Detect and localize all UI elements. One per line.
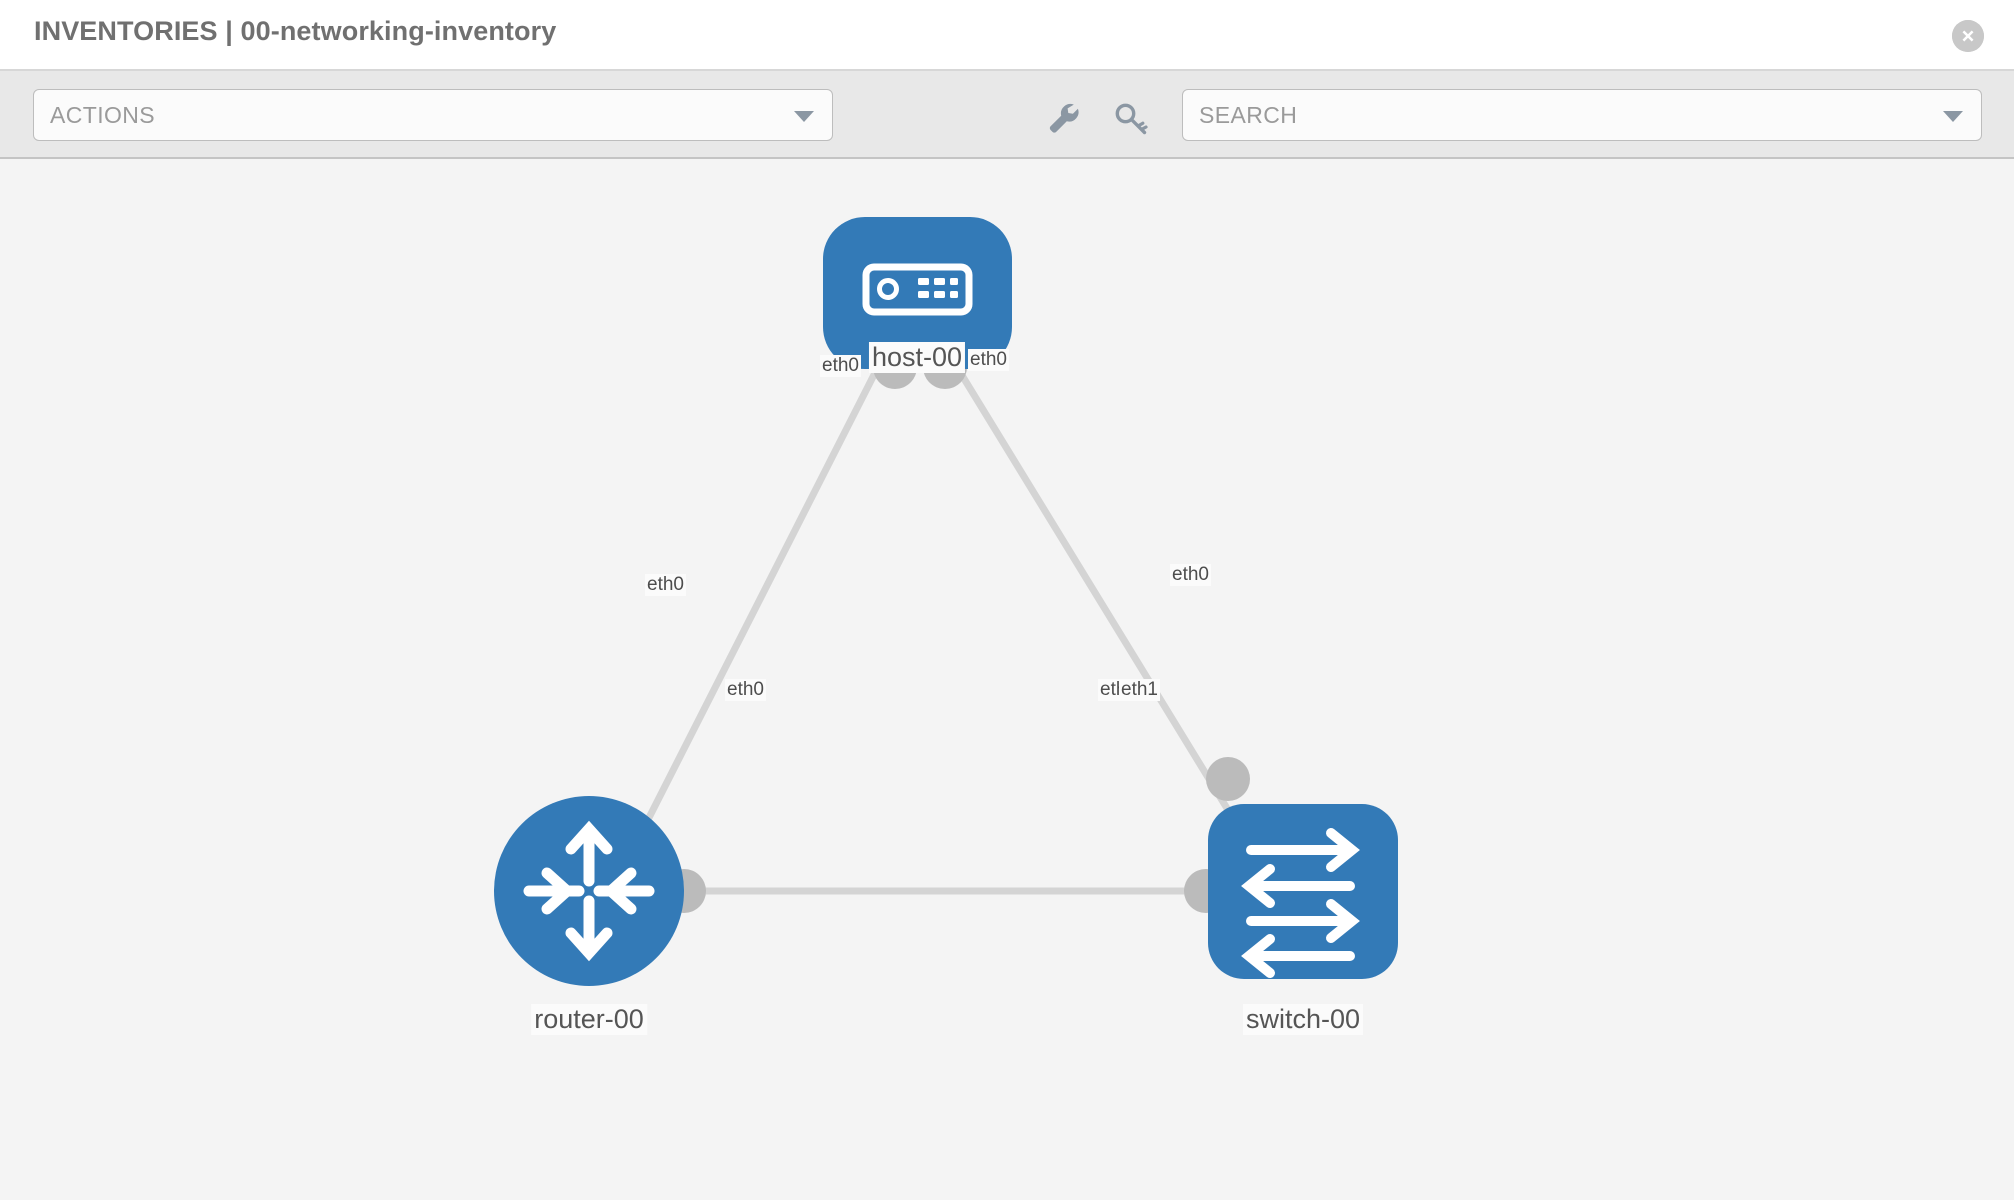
iface-label-switch00-uplink: eth0 — [1170, 564, 1211, 586]
actions-dropdown-label: ACTIONS — [50, 102, 156, 128]
node-router-00 — [494, 796, 684, 986]
topology-graph — [494, 217, 1398, 986]
search-input-placeholder: SEARCH — [1199, 102, 1298, 128]
nub-switch00-north — [1206, 757, 1250, 801]
chevron-down-icon — [1943, 111, 1963, 122]
iface-label-router00-eth0: eth0 — [725, 679, 766, 701]
interface-nubs — [662, 345, 1250, 913]
page-title: INVENTORIES | 00-networking-inventory — [34, 16, 557, 46]
topology-canvas[interactable]: host-00 router-00 switch-00 eth0 eth0 et… — [0, 159, 2014, 1200]
node-switch-00 — [1208, 804, 1398, 979]
iface-label-switch00-eth1: eth1 — [1119, 679, 1160, 701]
node-label-host-00: host-00 — [868, 342, 966, 373]
chevron-down-icon — [794, 111, 814, 122]
iface-label-host00-right: eth0 — [968, 349, 1009, 371]
topology-links — [624, 357, 1261, 895]
toolbar: ACTIONS SEARCH — [0, 71, 2014, 159]
node-label-router-00: router-00 — [531, 1004, 647, 1035]
search-input[interactable]: SEARCH — [1182, 89, 1982, 141]
key-icon[interactable] — [1112, 97, 1152, 137]
wrench-icon[interactable] — [1043, 97, 1083, 137]
iface-label-host00-left: eth0 — [820, 355, 861, 377]
close-icon[interactable] — [1952, 20, 1984, 52]
page-header: INVENTORIES | 00-networking-inventory — [0, 0, 2014, 71]
link-host00-router00 — [624, 357, 886, 861]
actions-dropdown[interactable]: ACTIONS — [33, 89, 833, 141]
iface-label-router00-uplink: eth0 — [645, 574, 686, 596]
node-label-switch-00: switch-00 — [1242, 1004, 1364, 1035]
node-host-00 — [823, 217, 1012, 369]
